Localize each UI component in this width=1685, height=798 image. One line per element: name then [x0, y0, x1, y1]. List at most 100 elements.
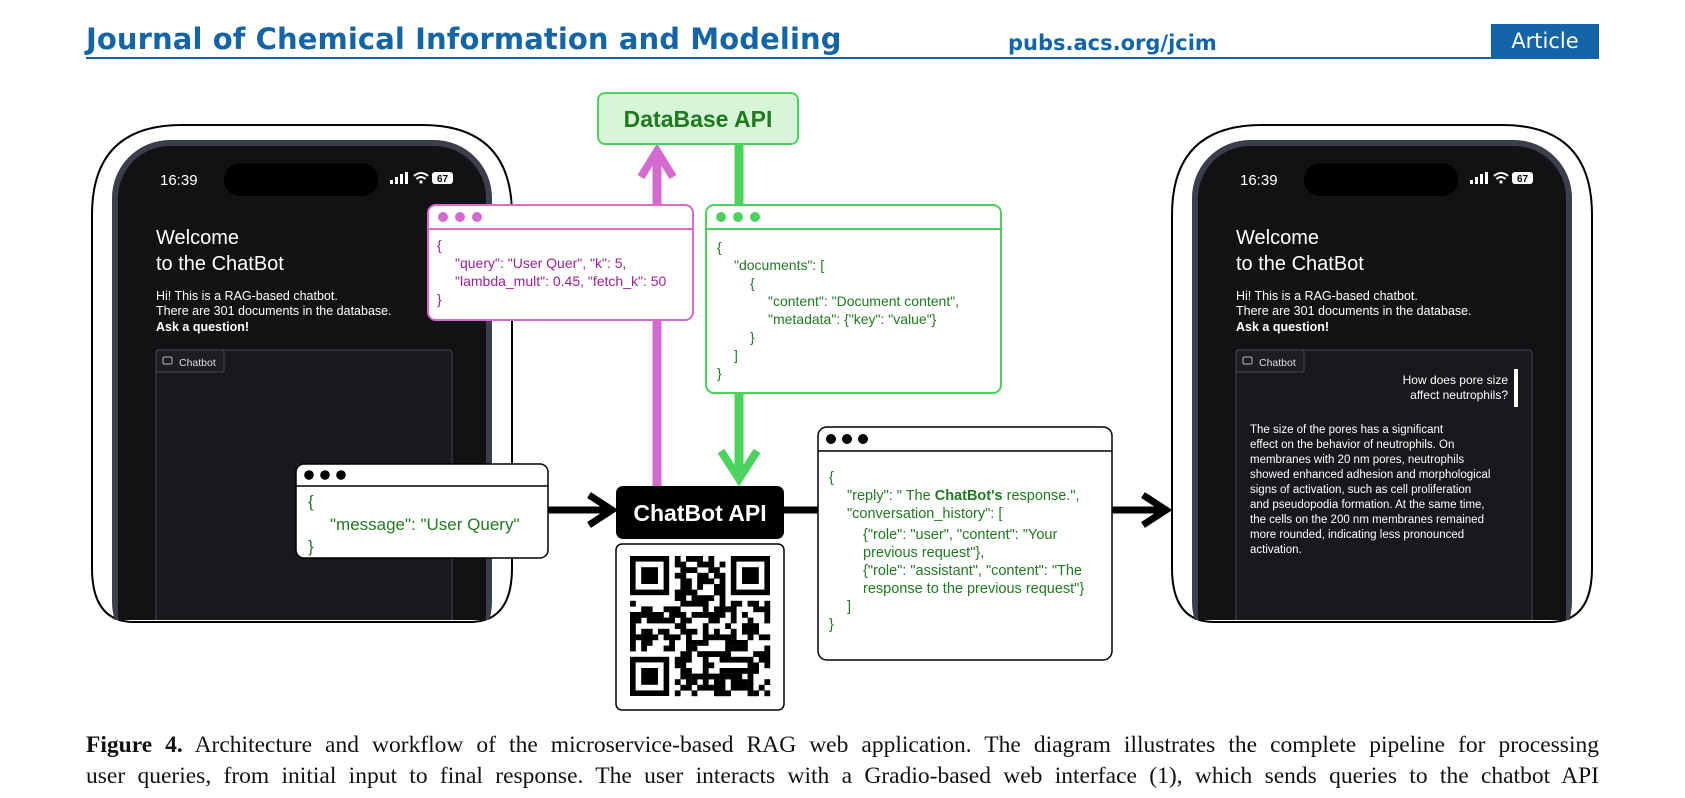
qr-module — [708, 612, 715, 618]
qr-module — [714, 617, 720, 624]
qr-module — [697, 640, 703, 646]
qr-module — [753, 662, 759, 669]
qr-module — [702, 561, 709, 568]
qr-module — [730, 600, 737, 607]
qr-module — [686, 679, 692, 685]
qr-module — [708, 684, 715, 691]
qr-module — [753, 628, 759, 635]
qr-module — [747, 628, 754, 635]
qr-module — [764, 600, 771, 607]
answer-line: activation. — [1250, 544, 1302, 556]
qr-module — [753, 606, 759, 613]
svg-text:{"role": "assistant", "content: {"role": "assistant", "content": "The — [863, 563, 1082, 579]
bot-answer: The size of the pores has a significante… — [1250, 424, 1490, 556]
qr-module — [702, 684, 709, 691]
qr-module — [686, 589, 692, 596]
documents-response-window: { "documents": [ { "content": "Document … — [705, 204, 1002, 394]
qr-module — [725, 673, 731, 680]
qr-module — [630, 628, 636, 635]
qr-module — [719, 589, 726, 596]
qr-module — [747, 600, 754, 607]
svg-text:{: { — [308, 492, 314, 511]
qr-module — [719, 679, 726, 685]
qr-module — [646, 628, 653, 635]
qr-module — [702, 628, 709, 635]
qr-module — [646, 617, 653, 624]
qr-module — [630, 617, 636, 624]
svg-text:{"role": "user", "content": "Y: {"role": "user", "content": "Your — [863, 527, 1057, 543]
qr-module — [641, 628, 647, 635]
qr-module — [674, 612, 681, 618]
figure-label: Figure 4. — [86, 732, 183, 758]
qr-module — [702, 673, 709, 680]
qr-module — [697, 584, 703, 590]
qr-module — [730, 612, 737, 618]
qr-module — [697, 600, 703, 607]
qr-code[interactable] — [615, 543, 785, 711]
chatbot-tab-left[interactable] — [155, 349, 225, 373]
qr-module — [753, 668, 759, 674]
qr-module — [691, 640, 698, 646]
qr-module — [686, 578, 692, 585]
qr-module — [708, 662, 715, 669]
qr-module — [747, 617, 754, 624]
qr-module — [719, 690, 726, 697]
qr-module — [742, 645, 748, 652]
qr-module — [758, 634, 765, 641]
qr-module — [686, 684, 692, 691]
qr-module — [658, 617, 664, 624]
qr-module — [758, 656, 765, 663]
svg-text:Chatbot: Chatbot — [1259, 357, 1296, 369]
qr-module — [702, 668, 709, 674]
caption-line-1: Architecture and workflow of the microse… — [194, 732, 1599, 758]
svg-text:to the ChatBot: to the ChatBot — [1236, 253, 1364, 275]
qr-module — [725, 623, 731, 629]
qr-module — [702, 679, 709, 685]
qr-module — [680, 600, 687, 607]
svg-text:"query": "User Quer", "k": 5,: "query": "User Quer", "k": 5, — [455, 255, 626, 271]
qr-module — [691, 595, 698, 601]
qr-module — [652, 617, 659, 624]
qr-module — [702, 656, 709, 663]
caption-line-2: user queries, from initial input to fina… — [86, 763, 1599, 789]
qr-module — [719, 634, 726, 641]
qr-module — [730, 640, 737, 646]
qr-module — [697, 556, 703, 562]
qr-module — [730, 634, 737, 641]
qr-module — [663, 628, 670, 635]
qr-module — [669, 640, 675, 646]
answer-line: more rounded, indicating less pronounced — [1250, 529, 1464, 541]
qr-module — [702, 572, 709, 579]
qr-module — [674, 556, 681, 562]
qr-module — [680, 589, 687, 596]
qr-module — [758, 684, 765, 691]
article-badge: Article — [1491, 24, 1599, 58]
answer-line: membranes with 20 nm pores, neutrophils — [1250, 454, 1464, 466]
qr-module — [725, 651, 731, 657]
qr-module — [691, 556, 698, 562]
arrow-reply-to-phone — [1109, 492, 1173, 528]
qr-module — [702, 634, 709, 641]
qr-module — [674, 623, 681, 629]
qr-module — [663, 645, 670, 652]
qr-module — [686, 640, 692, 646]
qr-module — [719, 656, 726, 663]
qr-module — [708, 634, 715, 641]
qr-module — [714, 612, 720, 618]
chatbot-tab-right[interactable] — [1235, 349, 1305, 373]
qr-module — [753, 651, 759, 657]
signal-icon — [390, 172, 408, 184]
qr-module — [714, 628, 720, 635]
qr-module — [714, 684, 720, 691]
journal-url[interactable]: pubs.acs.org/jcim — [1008, 31, 1217, 55]
qr-module — [708, 651, 715, 657]
qr-module — [742, 656, 748, 663]
svg-text:{: { — [437, 237, 442, 253]
qr-module — [730, 656, 737, 663]
qr-module — [736, 684, 743, 691]
svg-text:"reply": " The ChatBot's respo: "reply": " The ChatBot's response.", — [847, 488, 1080, 504]
qr-module — [719, 684, 726, 691]
answer-line: effect on the behavior of neutrophils. O… — [1250, 439, 1454, 451]
svg-text:"lambda_mult": 0.45, "fetch_k": "lambda_mult": 0.45, "fetch_k": 50 — [455, 273, 667, 289]
svg-text:DataBase API: DataBase API — [624, 106, 773, 132]
